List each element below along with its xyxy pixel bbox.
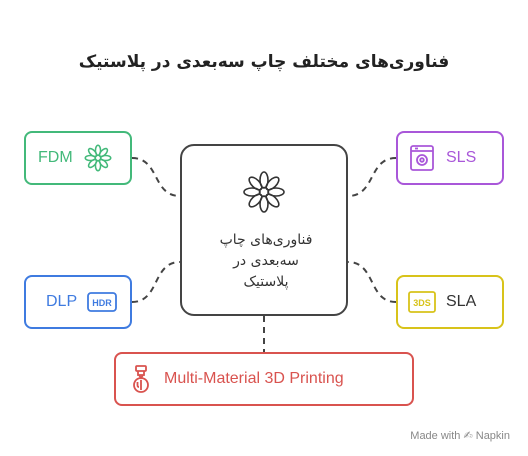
central-label-line-2: سه‌بعدی در <box>233 253 299 269</box>
node-dlp: DLP HDR <box>24 275 132 329</box>
node-sla: 3DS SLA <box>396 275 504 329</box>
node-sla-label: SLA <box>446 293 477 310</box>
central-label: فناوری‌های چاپ سه‌بعدی در پلاستیک <box>182 230 350 293</box>
node-multi-material: Multi-Material 3D Printing <box>114 352 414 406</box>
node-sls: SLS <box>396 131 504 185</box>
svg-text:3DS: 3DS <box>413 298 431 308</box>
svg-text:HDR: HDR <box>92 298 112 308</box>
connector-sls <box>347 157 397 197</box>
node-sls-label: SLS <box>446 149 477 166</box>
node-fdm: FDM <box>24 131 132 185</box>
diagram-title: فناوری‌های مختلف چاپ سه‌بعدی در پلاستیک <box>78 52 450 72</box>
connector-fdm <box>131 157 181 197</box>
flower-icon <box>84 144 112 172</box>
3ds-icon: 3DS <box>408 291 436 313</box>
print-nozzle-icon <box>128 365 154 393</box>
hdr-icon: HDR <box>87 292 118 312</box>
node-fdm-label: FDM <box>38 149 73 166</box>
node-multi-material-label: Multi-Material 3D Printing <box>164 370 344 387</box>
connector-sla <box>347 261 397 303</box>
central-concept: فناوری‌های چاپ سه‌بعدی در پلاستیک <box>180 144 348 316</box>
printer-icon <box>408 144 436 172</box>
connector-dlp <box>131 261 181 303</box>
central-label-line-1: فناوری‌های چاپ <box>219 232 313 248</box>
central-label-line-3: پلاستیک <box>243 274 289 290</box>
napkin-watermark: Made with ✍ Napkin <box>410 430 510 442</box>
flower-icon <box>243 171 285 213</box>
node-dlp-label: DLP <box>46 293 78 310</box>
